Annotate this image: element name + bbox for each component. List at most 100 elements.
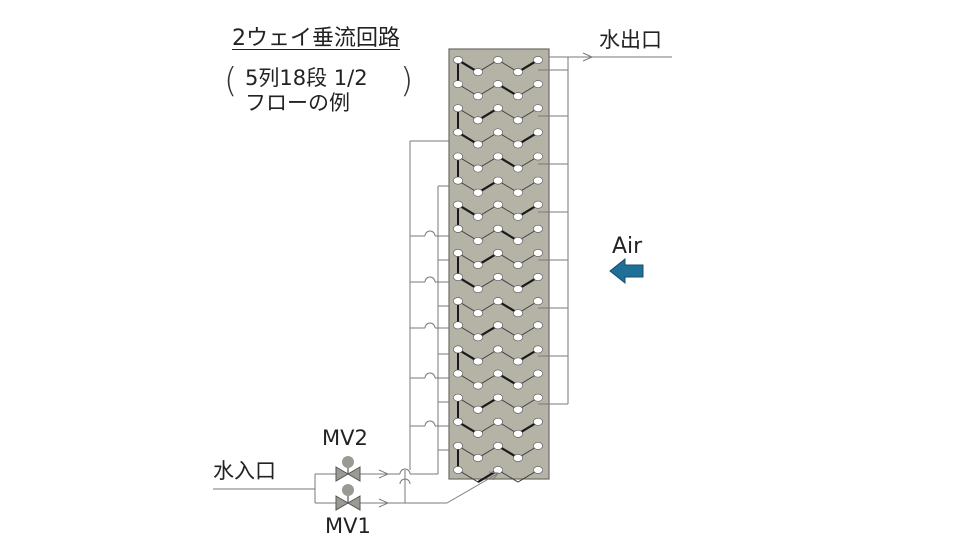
coil-tube xyxy=(493,417,503,426)
diagram-subtitle-line1: 5列18段 1/2 xyxy=(245,66,368,90)
coil-tube xyxy=(473,405,483,414)
coil-tube xyxy=(493,297,503,306)
valve-mv2-label: MV2 xyxy=(322,426,368,450)
coil-tube xyxy=(493,104,503,113)
coil-tube xyxy=(513,429,523,438)
coil-tube xyxy=(533,345,543,354)
coil-tube xyxy=(473,140,483,149)
coil-tube xyxy=(453,249,463,257)
water-inlet-label: 水入口 xyxy=(213,459,276,483)
coil-tube xyxy=(533,393,543,402)
coil-tube xyxy=(493,128,503,137)
coil-tube xyxy=(513,92,523,101)
arrow-left-icon xyxy=(609,257,644,285)
coil-tube xyxy=(533,80,543,89)
coil-tube xyxy=(473,164,483,173)
coil-tube xyxy=(493,152,503,161)
coil-tube xyxy=(493,369,503,378)
coil-tube xyxy=(473,116,483,125)
pipe-hop xyxy=(424,372,436,379)
coil-tube xyxy=(513,309,523,318)
open-paren-glyph: ( xyxy=(224,61,238,101)
coil-tube xyxy=(473,212,483,221)
coil-tube xyxy=(513,333,523,342)
coil-tube xyxy=(513,68,523,76)
coil-tube xyxy=(513,188,523,197)
coil-tube xyxy=(453,200,463,209)
coil-tube xyxy=(493,200,503,209)
coil-tube xyxy=(533,369,543,378)
coil-tube xyxy=(533,321,543,330)
coil-tube xyxy=(473,309,483,318)
coil-tube xyxy=(533,273,543,281)
coil-tube xyxy=(493,345,503,354)
coil-tube xyxy=(493,224,503,233)
coil-tube xyxy=(453,345,463,354)
coil-tube xyxy=(513,140,523,149)
coil-tube xyxy=(493,441,503,450)
coil-tube xyxy=(453,128,463,137)
coil-tube xyxy=(533,297,543,306)
coil-tube xyxy=(533,128,543,137)
pipe-hop xyxy=(424,230,436,237)
valve-mv1-label: MV1 xyxy=(325,514,371,538)
coil-tube xyxy=(533,224,543,233)
coil-tube xyxy=(513,116,523,125)
coil-tube xyxy=(453,297,463,306)
valve-mv2-icon[interactable] xyxy=(335,456,361,482)
coil-tube xyxy=(453,176,463,185)
coil-tube xyxy=(513,236,523,245)
coil-tube xyxy=(533,417,543,426)
coil-tube xyxy=(473,357,483,366)
coil-tube xyxy=(453,393,463,402)
coil-tube xyxy=(493,249,503,257)
coil-tube xyxy=(453,152,463,161)
coil-tube xyxy=(513,164,523,173)
coil-tube xyxy=(453,273,463,281)
pipe-hop xyxy=(424,276,436,283)
coil-tube xyxy=(453,417,463,426)
coil-tube xyxy=(513,285,523,294)
tube-array xyxy=(453,56,543,474)
coil-tube xyxy=(513,261,523,269)
coil-tube xyxy=(533,466,543,474)
coil-tube xyxy=(493,56,503,64)
coil-tube xyxy=(453,104,463,113)
coil-tube xyxy=(473,429,483,438)
inlet-piping xyxy=(213,140,499,508)
coil-tube xyxy=(513,405,523,414)
coil-tube xyxy=(533,200,543,209)
coil-tube xyxy=(513,454,523,462)
diagram-subtitle-line2: フローの例 xyxy=(245,91,350,115)
air-label: Air xyxy=(612,234,643,259)
coil-tube xyxy=(473,68,483,76)
coil-tube xyxy=(493,273,503,281)
close-paren-glyph: ) xyxy=(400,61,414,101)
coil-tube xyxy=(473,381,483,390)
coil-tube xyxy=(493,393,503,402)
coil-tube xyxy=(453,369,463,378)
pipe-hop xyxy=(424,420,436,427)
pipe-hop xyxy=(424,322,436,329)
coil-tube xyxy=(453,441,463,450)
coil-tube xyxy=(493,80,503,89)
coil-tube xyxy=(473,92,483,101)
coil-tube xyxy=(533,152,543,161)
valve-mv1-icon[interactable] xyxy=(335,484,361,511)
coil-tube xyxy=(513,381,523,390)
coil-tube xyxy=(493,321,503,330)
coil-tube xyxy=(453,80,463,89)
coil-tube xyxy=(473,333,483,342)
coil-tube xyxy=(453,321,463,330)
coil-tube xyxy=(533,249,543,257)
coil-tube xyxy=(513,357,523,366)
coil-tube xyxy=(473,236,483,245)
coil-tube xyxy=(453,224,463,233)
coil-tube xyxy=(453,56,463,64)
coil-tube xyxy=(533,104,543,113)
outlet-pipe xyxy=(538,52,672,405)
coil-tube xyxy=(533,176,543,185)
coil-tube xyxy=(533,441,543,450)
coil-block xyxy=(448,48,550,480)
